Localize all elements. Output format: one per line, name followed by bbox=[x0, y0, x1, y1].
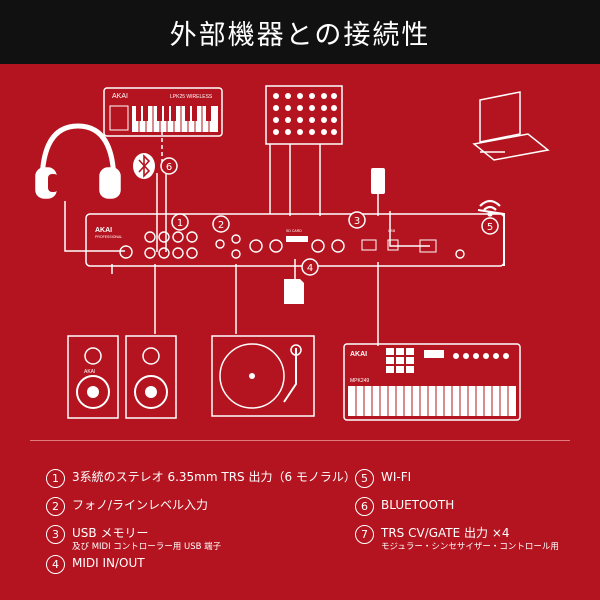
mpk-controller: AKAI MPK249 bbox=[343, 343, 521, 421]
turntable bbox=[211, 335, 315, 417]
legend-item-1: 1 3系統のステレオ 6.35mm TRS 出力（6 モノラル） bbox=[46, 469, 356, 488]
device-sub: PROFESSIONAL bbox=[95, 235, 122, 239]
marker-5-label: 5 bbox=[487, 222, 493, 233]
legend-number-4: 4 bbox=[46, 555, 65, 574]
page-title: 外部機器との接続性 bbox=[169, 19, 431, 51]
mpk-brand: AKAI bbox=[350, 351, 367, 358]
device-brand: AKAI bbox=[95, 227, 112, 234]
legend-sub-3: 及び MIDI コントローラー用 USB 端子 bbox=[72, 542, 222, 552]
sd-card-label: SD CARD bbox=[286, 229, 302, 233]
keyboard-model: LPK25 WIRELESS bbox=[170, 94, 213, 100]
legend: 1 3系統のステレオ 6.35mm TRS 出力（6 モノラル） 2 フォノ/ラ… bbox=[0, 455, 600, 600]
legend-text-3: USB メモリー bbox=[72, 526, 149, 540]
legend-number-1: 1 bbox=[46, 469, 65, 488]
mini-keyboard: AKAI LPK25 WIRELESS bbox=[103, 87, 223, 137]
headphones-icon bbox=[35, 123, 121, 199]
marker-4: 4 bbox=[301, 258, 319, 276]
legend-text-2: フォノ/ラインレベル入力 bbox=[72, 498, 209, 512]
legend-item-6: 6 BLUETOOTH bbox=[355, 497, 454, 516]
legend-number-2: 2 bbox=[46, 497, 65, 516]
marker-2-label: 2 bbox=[218, 220, 224, 231]
legend-text-1: 3系統のステレオ 6.35mm TRS 出力（6 モノラル） bbox=[72, 470, 356, 484]
legend-number-5: 5 bbox=[355, 469, 374, 488]
legend-text-5: WI-FI bbox=[381, 470, 412, 484]
connection-diagram-svg: AKAI LPK25 WIRELESS bbox=[35, 85, 550, 421]
legend-number-3: 3 bbox=[46, 525, 65, 544]
laptop-icon bbox=[472, 91, 550, 161]
legend-item-5: 5 WI-FI bbox=[355, 469, 411, 488]
legend-number-7: 7 bbox=[355, 525, 374, 544]
marker-5: 5 bbox=[481, 217, 499, 235]
usb-label: USB bbox=[388, 229, 396, 233]
modular-synth bbox=[265, 85, 343, 145]
usb-stick-icon bbox=[371, 168, 385, 194]
legend-item-4: 4 MIDI IN/OUT bbox=[46, 555, 145, 574]
header-bar: 外部機器との接続性 bbox=[0, 0, 600, 64]
marker-1: 1 bbox=[171, 213, 189, 231]
legend-sub-7: モジュラー・シンセサイザー・コントロール用 bbox=[381, 542, 559, 552]
legend-text-7: TRS CV/GATE 出力 ×4 bbox=[381, 526, 510, 540]
marker-6-label: 6 bbox=[166, 162, 172, 173]
marker-3-label: 3 bbox=[354, 216, 360, 227]
marker-2: 2 bbox=[212, 215, 230, 233]
keyboard-brand: AKAI bbox=[112, 93, 128, 100]
marker-1-label: 1 bbox=[177, 218, 183, 229]
legend-text-6: BLUETOOTH bbox=[381, 498, 455, 512]
divider bbox=[30, 440, 570, 441]
legend-item-3: 3 USB メモリー 及び MIDI コントローラー用 USB 端子 bbox=[46, 525, 221, 552]
legend-item-2: 2 フォノ/ラインレベル入力 bbox=[46, 497, 208, 516]
studio-monitors: AKAI bbox=[67, 335, 177, 419]
bluetooth-icon bbox=[133, 153, 155, 179]
mpk-model: MPK249 bbox=[350, 378, 369, 384]
legend-item-7: 7 TRS CV/GATE 出力 ×4 モジュラー・シンセサイザー・コントロール… bbox=[355, 525, 559, 552]
marker-4-label: 4 bbox=[307, 263, 313, 274]
legend-number-6: 6 bbox=[355, 497, 374, 516]
main-device: AKAI PROFESSIONAL SD CARD USB bbox=[85, 209, 505, 267]
sd-card-icon bbox=[284, 279, 304, 304]
marker-6: 6 bbox=[160, 157, 178, 175]
connection-diagram: AKAI LPK25 WIRELESS bbox=[0, 64, 600, 434]
speaker-brand: AKAI bbox=[84, 369, 95, 375]
legend-text-4: MIDI IN/OUT bbox=[72, 556, 145, 570]
marker-3: 3 bbox=[348, 211, 366, 229]
